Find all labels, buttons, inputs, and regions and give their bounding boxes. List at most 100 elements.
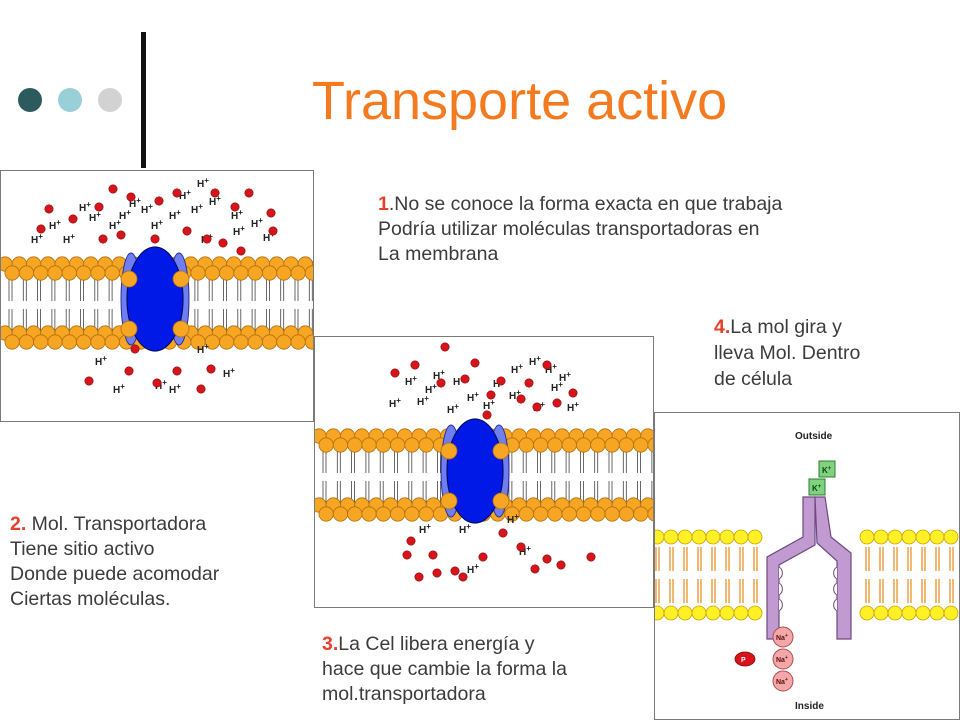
hydrogen-ion: H+	[459, 522, 471, 536]
lipid-head	[4, 265, 20, 281]
molecule-dot	[432, 568, 442, 578]
hydrogen-ion: H+	[113, 382, 125, 396]
binding-site	[492, 442, 510, 460]
hydrogen-ion: H+	[419, 522, 431, 536]
step-4-line-2: lleva Mol. Dentro	[714, 342, 861, 364]
sodium-ion	[772, 648, 794, 670]
binding-site	[172, 320, 190, 338]
lipid-head	[533, 437, 549, 453]
inside-label: Inside	[795, 701, 824, 712]
lipid-head	[518, 437, 534, 453]
hydrogen-ion: H+	[141, 202, 153, 216]
molecule-dot	[196, 384, 206, 394]
step-3-text: 3.La Cel libera energía y hace que cambi…	[322, 632, 567, 707]
hydrogen-ion: H+	[251, 216, 263, 230]
molecule-dot	[124, 366, 134, 376]
lipid-head	[219, 265, 235, 281]
sodium-label: Na+	[776, 633, 788, 642]
lipid-head	[859, 605, 875, 621]
lipid-head	[318, 506, 334, 522]
lipid-head	[747, 529, 763, 545]
lipid-head	[873, 605, 889, 621]
hydrogen-ion: H+	[49, 218, 61, 232]
lipid-head	[633, 437, 649, 453]
lipid-head	[929, 529, 945, 545]
molecule-dot	[460, 374, 470, 384]
molecule-dot	[482, 410, 492, 420]
lipid-head	[290, 334, 306, 350]
step-4-line-1: La mol gira y	[730, 316, 842, 338]
figure-membrane-2: H+H+H+H+H+H+H+H+H+H+H+H+H+H+H+H+H+H+H+H+…	[314, 336, 654, 608]
molecule-dot	[244, 188, 254, 198]
step-1-line-3: La membrana	[378, 243, 499, 265]
lipid-head	[390, 437, 406, 453]
lipid-head	[18, 334, 35, 350]
hydrogen-ion: H+	[197, 176, 209, 190]
molecule-dot	[428, 550, 438, 560]
binding-notch	[833, 582, 838, 596]
hydrogen-ion: H+	[95, 354, 107, 368]
hydrogen-ion: H+	[417, 394, 429, 408]
lipid-head	[719, 529, 735, 545]
molecule-dot	[150, 234, 160, 244]
molecule-dot	[172, 366, 182, 376]
molecule-dot	[130, 344, 140, 354]
step-1-number: 1	[378, 193, 389, 215]
lipid-head	[247, 334, 263, 350]
lipid-head	[590, 437, 606, 453]
binding-notch	[833, 598, 838, 612]
lipid-head	[618, 506, 635, 522]
lipid-head	[76, 265, 92, 281]
molecule-dot	[496, 376, 506, 386]
dot-dark	[18, 88, 42, 112]
outside-label: Outside	[795, 431, 833, 442]
molecule-dot	[206, 364, 216, 374]
lipid-head	[915, 605, 931, 621]
hydrogen-ion: H+	[507, 512, 519, 526]
molecule-dot	[390, 368, 400, 378]
molecule-dot	[108, 184, 118, 194]
lipid-head	[318, 437, 334, 453]
lipid-head	[47, 265, 63, 281]
lipid-head	[655, 529, 665, 545]
lipid-head	[418, 506, 434, 522]
pump-protein-right	[814, 496, 852, 640]
molecule-dot	[556, 560, 566, 570]
lipid-head	[677, 529, 693, 545]
step-2-line-3: Donde puede acomodar	[10, 563, 220, 585]
lipid-head	[691, 605, 707, 621]
molecule-dot	[586, 552, 596, 562]
pump-protein-left	[766, 496, 816, 640]
binding-notch	[833, 566, 838, 580]
lipid-head	[332, 506, 349, 522]
lipid-head	[604, 437, 620, 453]
molecule-dot	[152, 378, 162, 388]
lipid-head	[204, 265, 220, 281]
molecule-dot	[44, 204, 54, 214]
lipid-head	[61, 265, 77, 281]
lipid-head	[547, 437, 563, 453]
step-1-line-1: .No se conoce la forma exacta en que tra…	[388, 193, 783, 215]
lipid-head	[347, 437, 363, 453]
lipid-head	[887, 605, 903, 621]
lipid-head	[901, 605, 917, 621]
hydrogen-ion: H+	[389, 396, 401, 410]
lipid-head	[276, 265, 292, 281]
hydrogen-ion: H+	[63, 232, 75, 246]
lipid-head	[261, 265, 278, 281]
phosphate-label: P	[741, 657, 746, 664]
phosphate-group	[734, 651, 756, 667]
hydrogen-ion: H+	[151, 218, 163, 232]
membrane-diagram-2: H+H+H+H+H+H+H+H+H+H+H+H+H+H+H+H+H+H+H+H+…	[315, 342, 653, 582]
lipid-head	[561, 506, 577, 522]
lipid-head	[90, 265, 106, 281]
lipid-head	[304, 265, 313, 281]
lipid-head	[561, 437, 577, 453]
molecule-dot	[552, 398, 562, 408]
molecule-dot	[202, 234, 212, 244]
sodium-ion	[772, 670, 794, 692]
hydrogen-ion: H+	[31, 232, 43, 246]
lipid-head	[375, 437, 391, 453]
lipid-head	[677, 605, 693, 621]
